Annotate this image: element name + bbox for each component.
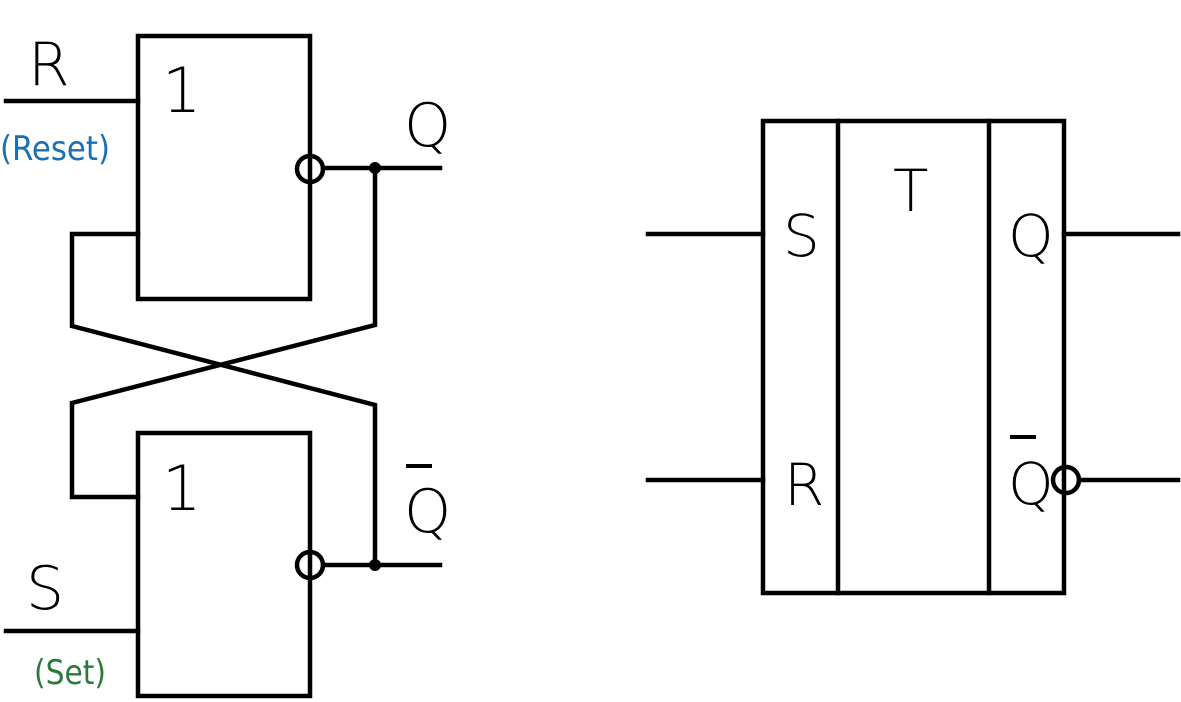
reset-input-note: (Reset) <box>0 129 110 169</box>
reset-input-label: R <box>28 30 70 100</box>
ff-type-label: T <box>893 157 928 225</box>
flipflop-outline <box>760 118 1067 596</box>
bottom-nor-gate <box>135 430 313 699</box>
q-output-label: Q <box>404 91 451 161</box>
set-input-label: S <box>26 554 64 624</box>
ff-q-output-label: Q <box>1008 202 1054 270</box>
ff-reset-input-label: R <box>784 451 824 519</box>
top-nor-gate <box>135 33 313 302</box>
q-feedback-wire <box>69 165 378 500</box>
qbar-output-label: Q <box>404 477 451 547</box>
qbar-feedback-wire <box>69 231 378 568</box>
bottom-gate-symbol: 1 <box>162 452 201 525</box>
set-input-note: (Set) <box>34 653 106 693</box>
nor-latch-circuit: 1 1 R (Reset) S (Set) Q Q <box>0 30 451 699</box>
ff-qbar-output-label: Q <box>1008 450 1054 518</box>
ff-set-input-label: S <box>783 202 820 270</box>
rs-flipflop-symbol: S R T Q Q <box>645 118 1181 596</box>
top-gate-symbol: 1 <box>162 54 201 127</box>
